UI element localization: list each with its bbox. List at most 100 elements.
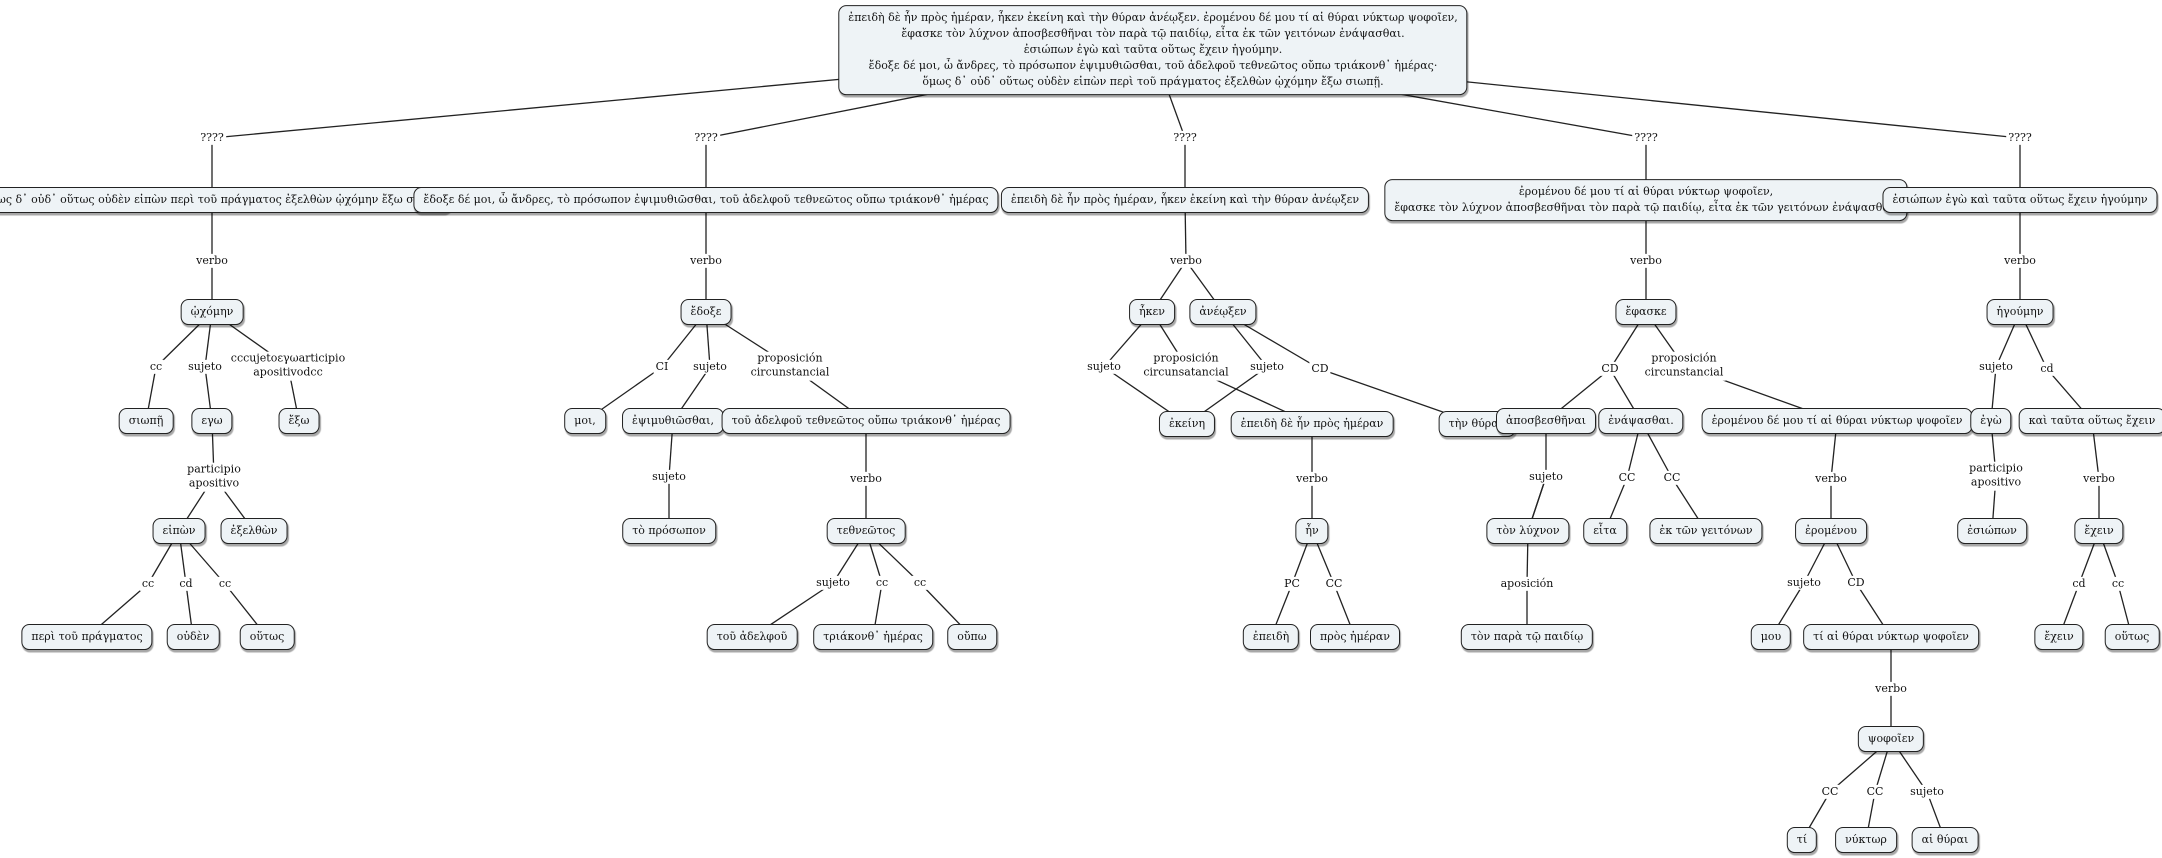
concept-node-s2gen[interactable]: τοῦ ἀδελφοῦ τεθνεῶτος οὔπω τριάκονθ᾽ ἡμέ…: [721, 408, 1011, 434]
concept-node-s5esi[interactable]: ἐσιώπων: [1957, 518, 2027, 544]
node-text-line: ἐπειδὴ δὲ ἦν πρὸς ἡμέραν, ἧκεν ἐκείνη κα…: [848, 11, 1458, 25]
node-text-line: ἐπειδὴ δὲ ἦν πρὸς ἡμέραν, ἧκεν ἐκείνη κα…: [1010, 193, 1360, 207]
label-text-line: sujeto: [1787, 575, 1821, 589]
concept-node-s1cc[interactable]: σιωπῇ: [118, 408, 174, 434]
concept-node-s4para[interactable]: τὸν παρὰ τῷ παιδίῳ: [1460, 624, 1594, 650]
link-label-q5: ????: [2006, 130, 2034, 146]
concept-node-s2teth[interactable]: τεθνεῶτος: [826, 518, 906, 544]
concept-node-s2adel[interactable]: τοῦ ἀδελφοῦ: [706, 624, 798, 650]
concept-node-s2[interactable]: ἔδοξε δέ μοι, ὦ ἄνδρες, τὸ πρόσωπον ἐψιμ…: [413, 187, 999, 213]
concept-node-s4ena[interactable]: ἐνάψασθαι.: [1598, 408, 1684, 434]
concept-node-s4thy[interactable]: αἱ θύραι: [1911, 827, 1979, 853]
node-text-line: ἦν: [1305, 524, 1319, 538]
label-text-line: CD: [1311, 361, 1329, 375]
node-text-line: τὸν παρὰ τῷ παιδίῳ: [1470, 630, 1584, 644]
label-text-line: ????: [694, 130, 718, 144]
label-text-line: verbo: [690, 253, 722, 267]
concept-node-s4psof[interactable]: ψοφοῖεν: [1857, 726, 1925, 752]
link-label-l5suj: sujeto: [1977, 359, 2015, 375]
label-text-line: cd: [2072, 576, 2086, 590]
concept-node-s4nyk[interactable]: νύκτωρ: [1835, 827, 1897, 853]
label-text-line: sujeto: [188, 359, 222, 373]
link-label-l2suj3: sujeto: [814, 575, 852, 591]
link-label-l4cc3: CC: [1819, 784, 1841, 800]
label-text-line: CD: [1847, 575, 1865, 589]
concept-node-s3hken[interactable]: ἧκεν: [1129, 299, 1175, 325]
label-text-line: CC: [1618, 470, 1636, 484]
concept-node-s2oupo[interactable]: οὔπω: [947, 624, 997, 650]
concept-node-s3aneo[interactable]: ἀνέῳξεν: [1189, 299, 1257, 325]
concept-node-s1exel[interactable]: ἐξελθὼν: [220, 518, 288, 544]
node-text-line: ἐνάψασθαι.: [1608, 414, 1674, 428]
label-text-line: cc: [149, 359, 163, 373]
concept-node-s4eita[interactable]: εἶτα: [1583, 518, 1627, 544]
concept-node-s4gen[interactable]: ἐρομένου δέ μου τί αἱ θύραι νύκτωρ ψοφοῖ…: [1701, 408, 1973, 434]
label-text-line: circunstancial: [750, 366, 830, 379]
concept-node-s3en[interactable]: ἦν: [1295, 518, 1329, 544]
node-text-line: ἐξελθὼν: [230, 524, 278, 538]
link-label-l2cc1: cc: [873, 575, 891, 591]
label-text-line: cccujetoεγωarticipio: [230, 351, 346, 365]
concept-node-s5ego[interactable]: ἐγὼ: [1970, 408, 2012, 434]
concept-node-s1[interactable]: ὅμως δ᾽ οὐδ᾽ οὕτως οὐδὲν εἰπὼν περὶ τοῦ …: [0, 187, 451, 213]
concept-node-s2eps[interactable]: ἐψιμυθιῶσθαι,: [622, 408, 724, 434]
link-label-l5cd2: cd: [2070, 576, 2088, 592]
concept-node-s3epeide[interactable]: ἐπειδὴ δὲ ἦν πρὸς ἡμέραν: [1230, 411, 1394, 437]
concept-node-s1v[interactable]: ᾠχόμην: [180, 299, 244, 325]
label-text-line: proposición: [757, 351, 823, 365]
concept-node-s1ex[interactable]: ἔξω: [278, 408, 320, 434]
concept-node-s2moi[interactable]: μοι,: [564, 408, 606, 434]
node-text-line: οὔπω: [957, 630, 987, 644]
label-text-line: cc: [141, 576, 155, 590]
node-text-line: εγω: [201, 414, 223, 428]
concept-node-s2tria[interactable]: τριάκονθ᾽ ἡμέρας: [813, 624, 933, 650]
concept-node-s5echein2[interactable]: ἔχειν: [2034, 624, 2084, 650]
link-label-l2verbo: verbo: [688, 253, 724, 269]
label-text-line: participio: [1969, 461, 2023, 475]
concept-node-root[interactable]: ἐπειδὴ δὲ ἦν πρὸς ἡμέραν, ἧκεν ἐκείνη κα…: [838, 5, 1468, 95]
concept-node-s5echein[interactable]: ἔχειν: [2074, 518, 2124, 544]
concept-node-s4apo[interactable]: ἀποσβεσθῆναι: [1496, 408, 1596, 434]
concept-node-s3[interactable]: ἐπειδὴ δὲ ἦν πρὸς ἡμέραν, ἧκεν ἐκείνη κα…: [1000, 187, 1370, 213]
concept-node-s3pros[interactable]: πρὸς ἡμέραν: [1310, 624, 1400, 650]
concept-node-s4ek[interactable]: ἐκ τῶν γειτόνων: [1649, 518, 1763, 544]
concept-node-s4mou[interactable]: μου: [1750, 624, 1792, 650]
concept-node-s4ti[interactable]: τί αἱ θύραι νύκτωρ ψοφοῖεν: [1803, 624, 1979, 650]
label-text-line: CC: [1325, 576, 1343, 590]
concept-node-s5v[interactable]: ἡγούμην: [1986, 299, 2054, 325]
link-label-q4: ????: [1632, 130, 1660, 146]
concept-node-s2v[interactable]: ἔδοξε: [680, 299, 732, 325]
concept-node-s3epei[interactable]: ἐπειδὴ: [1242, 624, 1300, 650]
node-text-line: ἔφασκε: [1625, 305, 1667, 319]
concept-node-s1ouden[interactable]: οὐδὲν: [166, 624, 220, 650]
node-text-line: ἀποσβεσθῆναι: [1506, 414, 1586, 428]
concept-node-s1eipon[interactable]: εἰπὼν: [152, 518, 206, 544]
label-text-line: sujeto: [1979, 359, 2013, 373]
concept-node-s4ti2[interactable]: τί: [1786, 827, 1818, 853]
label-text-line: sujeto: [693, 359, 727, 373]
label-text-line: verbo: [1296, 471, 1328, 485]
node-text-line: σιωπῇ: [128, 414, 164, 428]
concept-node-s4lych[interactable]: τὸν λύχνον: [1486, 518, 1570, 544]
label-text-line: ????: [2008, 130, 2032, 144]
concept-node-s2pros[interactable]: τὸ πρόσωπον: [622, 518, 716, 544]
concept-node-s4[interactable]: ἐρομένου δέ μου τί αἱ θύραι νύκτωρ ψοφοῖ…: [1384, 179, 1908, 221]
link-label-l3pc: PC: [1282, 576, 1302, 592]
concept-node-s5[interactable]: ἐσιώπων ἐγὼ καὶ ταῦτα οὕτως ἔχειν ἡγούμη…: [1882, 187, 2158, 213]
label-text-line: verbo: [1170, 253, 1202, 267]
link-label-l2suj2: sujeto: [650, 469, 688, 485]
node-text-line: τοῦ ἀδελφοῦ τεθνεῶτος οὔπω τριάκονθ᾽ ἡμέ…: [731, 414, 1001, 428]
concept-node-s1suj[interactable]: εγω: [191, 408, 233, 434]
label-text-line: CC: [1663, 470, 1681, 484]
concept-node-s1houtos[interactable]: οὕτως: [239, 624, 295, 650]
label-text-line: sujeto: [1087, 359, 1121, 373]
concept-node-s1peri[interactable]: περὶ τοῦ πράγματος: [21, 624, 153, 650]
node-text-line: εἰπὼν: [162, 524, 196, 538]
concept-node-s4v[interactable]: ἔφασκε: [1615, 299, 1677, 325]
concept-node-s5kai[interactable]: καὶ ταῦτα οὕτως ἔχειν: [2018, 408, 2162, 434]
concept-node-s3ekeine[interactable]: ἐκείνη: [1158, 411, 1216, 437]
concept-node-s5houtos[interactable]: οὕτως: [2104, 624, 2160, 650]
link-label-l1cc2: cc: [139, 576, 157, 592]
concept-node-s4erom[interactable]: ἐρομένου: [1795, 518, 1867, 544]
